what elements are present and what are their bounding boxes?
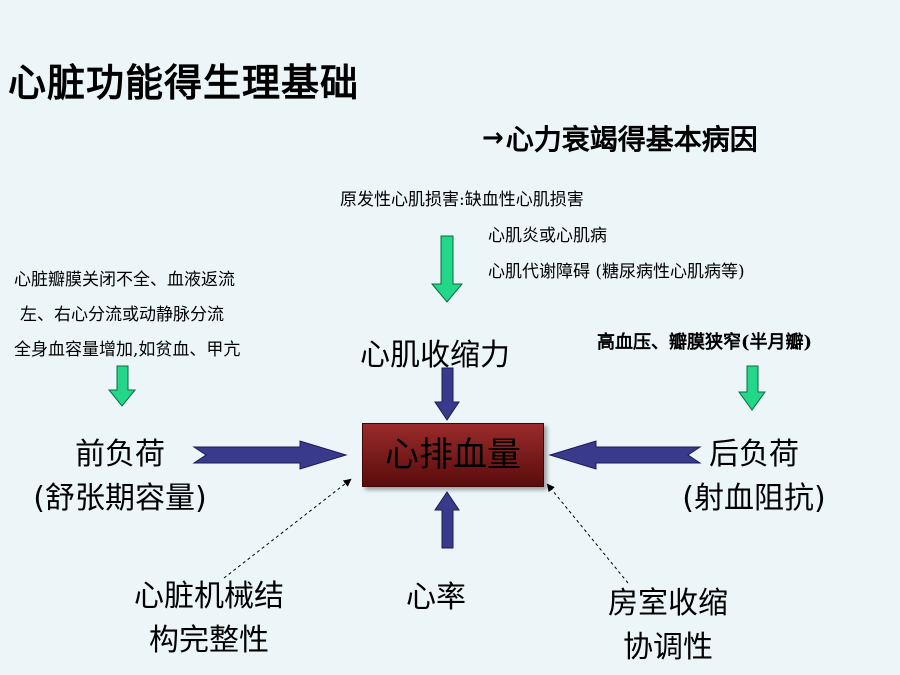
node-coordination: 房室收缩 协调性 — [586, 582, 750, 670]
left-causes-line1: 心脏瓣膜关闭不全、血液返流 — [14, 270, 235, 290]
subtitle: → 心力衰竭得基本病因 — [482, 118, 758, 158]
top-causes-line1: 原发性心肌损害:缺血性心肌损害 — [340, 190, 584, 210]
blue-arrow-from-right — [548, 440, 702, 470]
node-structure-line1: 心脏机械结 — [134, 579, 284, 614]
node-heart-rate: 心率 — [406, 580, 466, 615]
dotted-arrow-left — [223, 478, 352, 579]
green-arrow-top — [430, 235, 464, 303]
node-preload-label: 前负荷 — [75, 437, 165, 472]
node-structure: 心脏机械结 构完整性 — [114, 575, 304, 663]
node-afterload-label: 后负荷 — [709, 437, 799, 472]
left-causes-line3: 全身血容量增加,如贫血、甲亢 — [14, 340, 241, 360]
node-preload: 前负荷 (舒张期容量) — [14, 433, 226, 521]
top-causes-line2: 心肌炎或心肌病 — [488, 226, 607, 246]
top-causes-line3: 心肌代谢障碍 (糖尿病性心肌病等) — [488, 262, 745, 282]
subtitle-text: 心力衰竭得基本病因 — [505, 123, 758, 156]
blue-arrow-from-left — [192, 440, 348, 470]
node-structure-line2: 构完整性 — [149, 623, 269, 658]
dotted-arrow-right — [546, 483, 629, 584]
green-arrow-left — [107, 365, 137, 407]
node-contractility: 心肌收缩力 — [360, 338, 510, 373]
node-afterload-desc: (射血阻抗) — [682, 481, 826, 516]
node-afterload: 后负荷 (射血阻抗) — [664, 433, 844, 521]
node-cardiac-output: 心排血量 — [362, 423, 544, 487]
blue-arrow-from-bottom — [434, 491, 460, 549]
node-coordination-line2: 协调性 — [623, 630, 713, 665]
blue-arrow-from-top — [434, 367, 460, 421]
right-causes: 高血压、瓣膜狭窄(半月瓣) — [597, 332, 813, 353]
node-coordination-line1: 房室收缩 — [608, 586, 728, 621]
page-title: 心脏功能得生理基础 — [8, 61, 360, 105]
right-arrow-icon: → — [482, 123, 504, 153]
left-causes-line2: 左、右心分流或动静脉分流 — [20, 305, 224, 325]
green-arrow-right — [738, 365, 766, 411]
node-preload-desc: (舒张期容量) — [33, 481, 207, 516]
